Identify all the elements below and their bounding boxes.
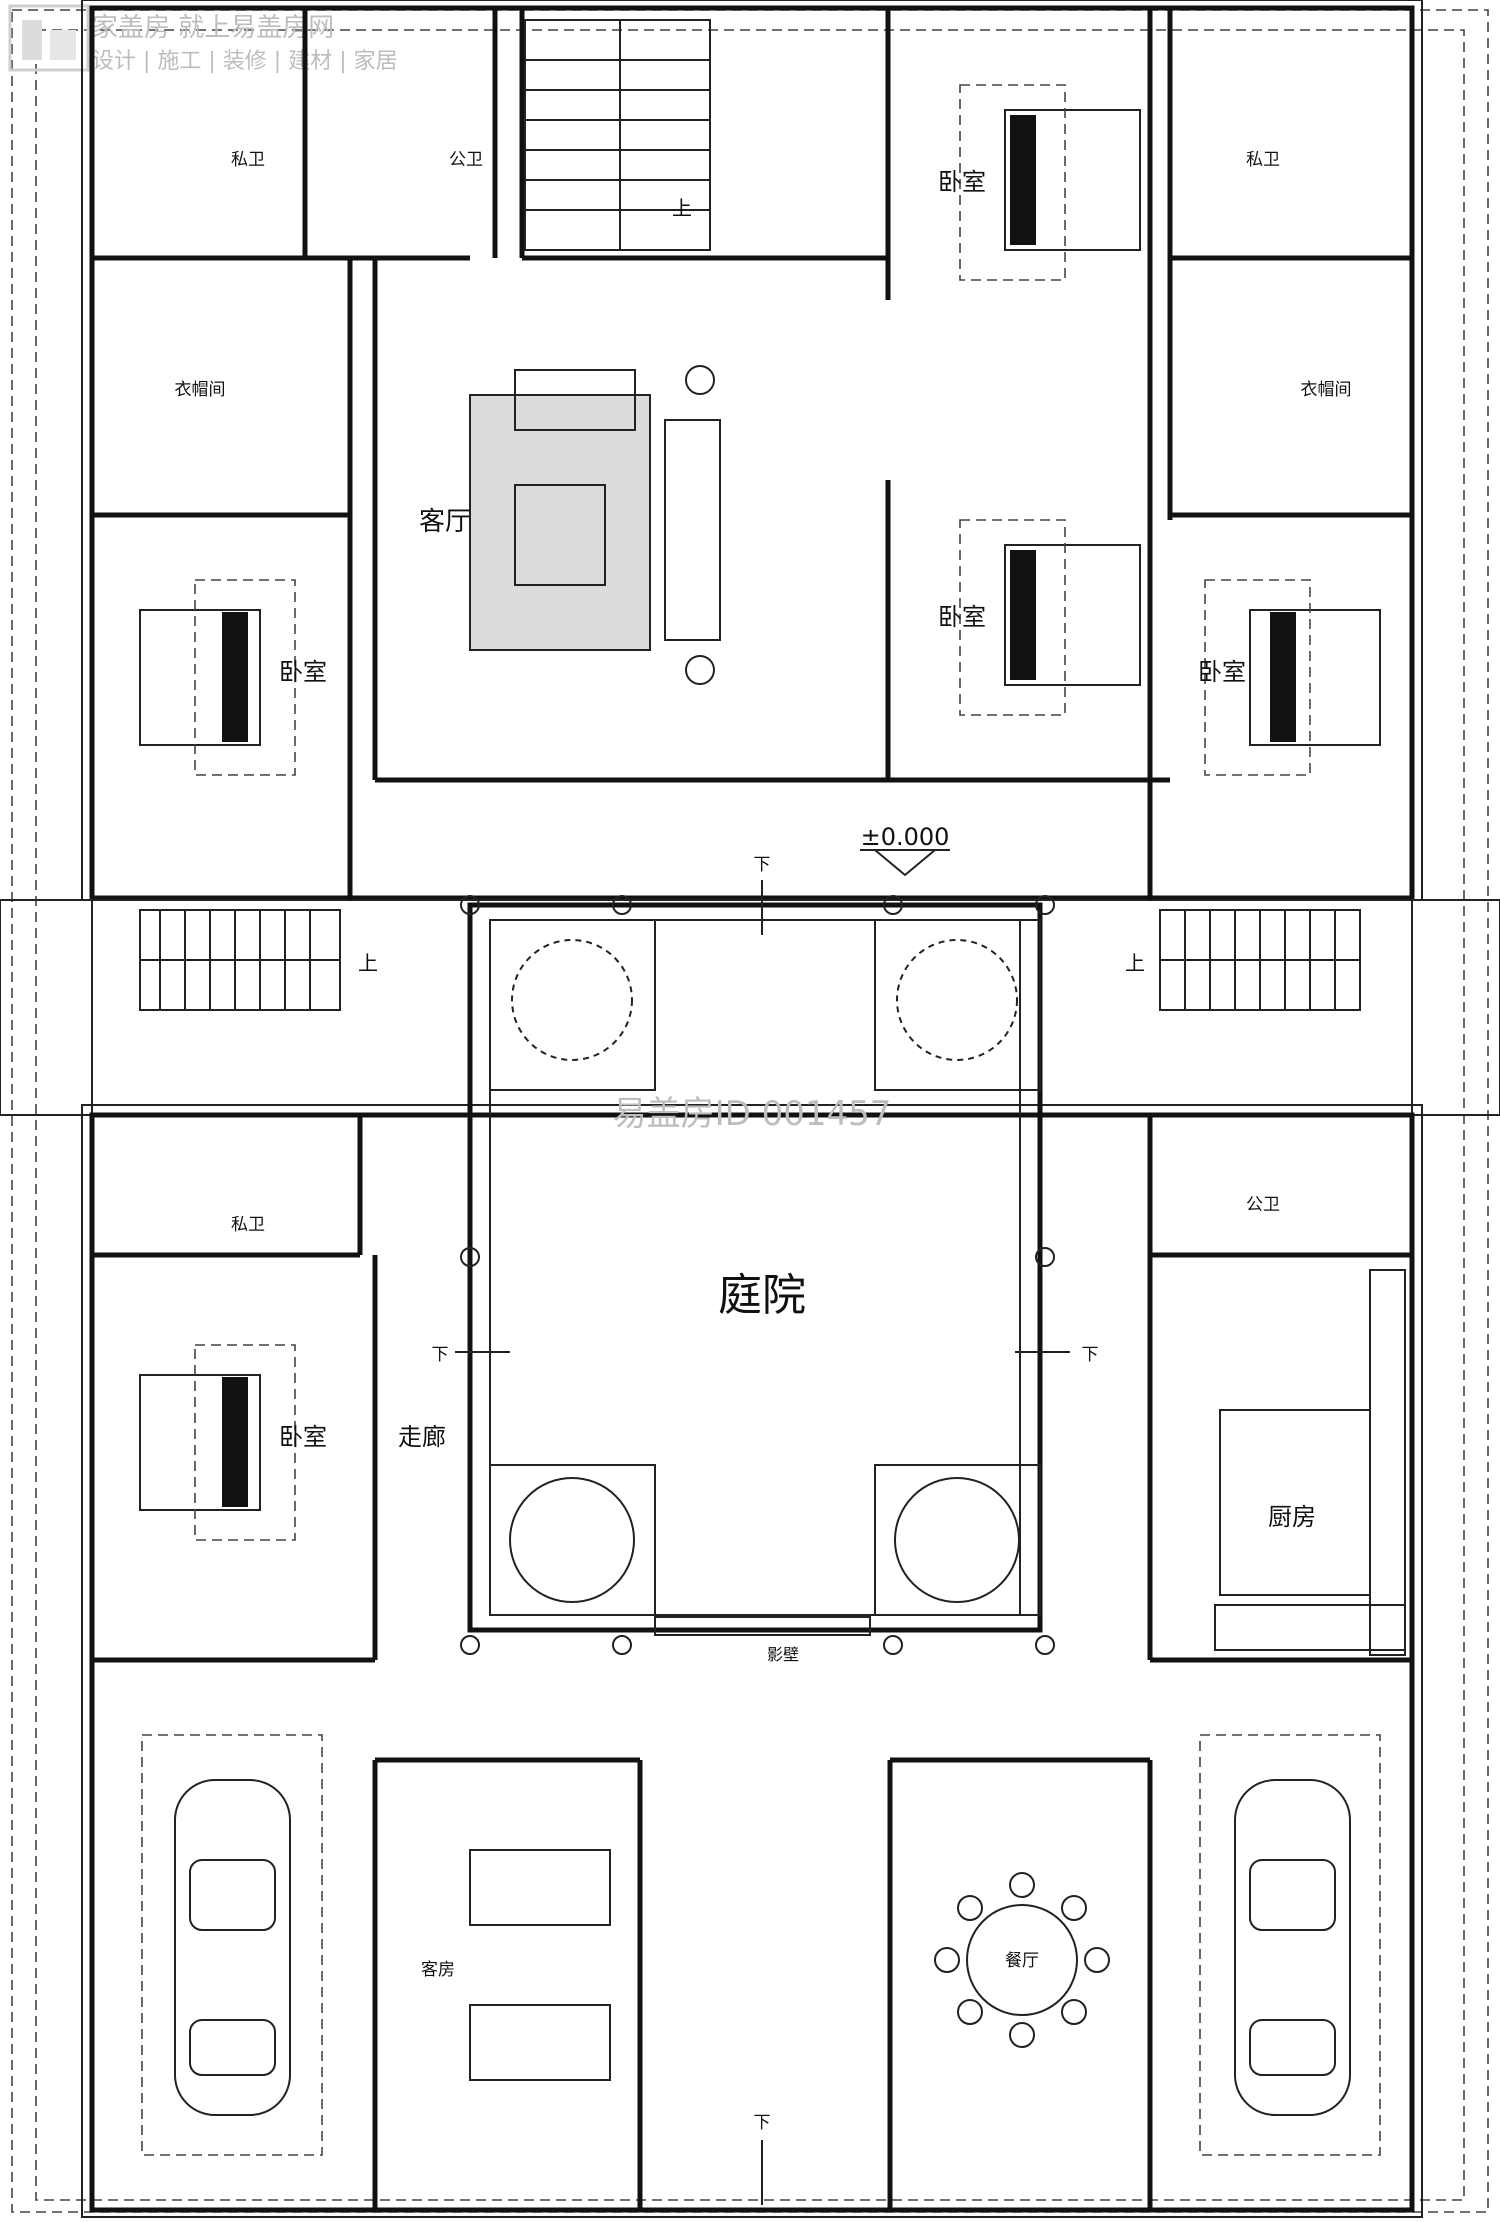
room-courtyard: 庭院 xyxy=(718,1270,806,1321)
bed-right xyxy=(1204,579,1381,776)
room-corridor: 走廊 xyxy=(398,1423,446,1451)
dining-table xyxy=(934,1872,1110,2048)
courtyard xyxy=(460,895,1055,1655)
step-entrance: 下 xyxy=(754,2113,771,2133)
bed-left-lower xyxy=(139,1344,296,1541)
left-stair: 上 xyxy=(139,909,378,1011)
watermark-line2: 设计 | 施工 | 装修 | 建材 | 家居 xyxy=(92,49,398,74)
step-court-top: 下 xyxy=(754,855,771,875)
right-stair: 上 xyxy=(1125,909,1361,1011)
watermark-line1: 家盖房 就上易盖房网 xyxy=(92,13,334,43)
room-kitchen: 厨房 xyxy=(1268,1503,1316,1531)
step-court-right: 下 xyxy=(1082,1345,1099,1365)
room-private-bath-ml: 私卫 xyxy=(231,1215,265,1235)
top-stair-label: 上 xyxy=(672,196,692,220)
room-private-bath-tr: 私卫 xyxy=(1246,150,1280,170)
room-living: 客厅 xyxy=(419,507,471,537)
left-stair-label: 上 xyxy=(358,951,378,975)
watermark-logo: 家盖房 就上易盖房网 设计 | 施工 | 装修 | 建材 | 家居 xyxy=(8,4,398,74)
watermark-center: 易盖房ID 001457 xyxy=(613,1094,892,1134)
garage-left-car xyxy=(141,1734,323,2156)
kitchen-counter xyxy=(1214,1269,1406,1656)
bed-tr-mid xyxy=(959,519,1141,716)
room-private-bath-tl: 私卫 xyxy=(231,150,265,170)
room-bedroom-tr-mid: 卧室 xyxy=(938,603,986,631)
garage-right-car xyxy=(1199,1734,1381,2156)
living-room-set xyxy=(469,365,721,685)
room-public-bath-mr: 公卫 xyxy=(1246,1195,1280,1215)
elevation-marker: ±0.000 xyxy=(860,823,950,877)
room-closet-left: 衣帽间 xyxy=(175,380,226,400)
room-bedroom-tr-top: 卧室 xyxy=(938,168,986,196)
guest-beds xyxy=(469,1849,611,2081)
room-dining: 餐厅 xyxy=(1005,1951,1039,1971)
step-court-left: 下 xyxy=(432,1345,449,1365)
room-public-bath-top: 公卫 xyxy=(449,150,483,170)
room-bedroom-tl: 卧室 xyxy=(279,658,327,686)
room-guest: 客房 xyxy=(421,1960,455,1980)
room-bedroom-right: 卧室 xyxy=(1198,658,1246,686)
elevation-text: ±0.000 xyxy=(861,823,950,851)
room-closet-right: 衣帽间 xyxy=(1301,380,1352,400)
bed-tr-top xyxy=(959,84,1141,281)
bed-tl xyxy=(139,579,296,776)
step-markers: 下 下 下 下 xyxy=(432,855,1099,2205)
room-labels: 私卫 公卫 私卫 衣帽间 衣帽间 客厅 卧室 卧室 卧室 卧室 私卫 公卫 庭院… xyxy=(175,150,1352,1980)
room-bedroom-left-lower: 卧室 xyxy=(279,1423,327,1451)
room-screen-wall: 影壁 xyxy=(767,1645,799,1664)
top-stair: 上 xyxy=(524,19,711,251)
right-stair-label: 上 xyxy=(1125,951,1145,975)
